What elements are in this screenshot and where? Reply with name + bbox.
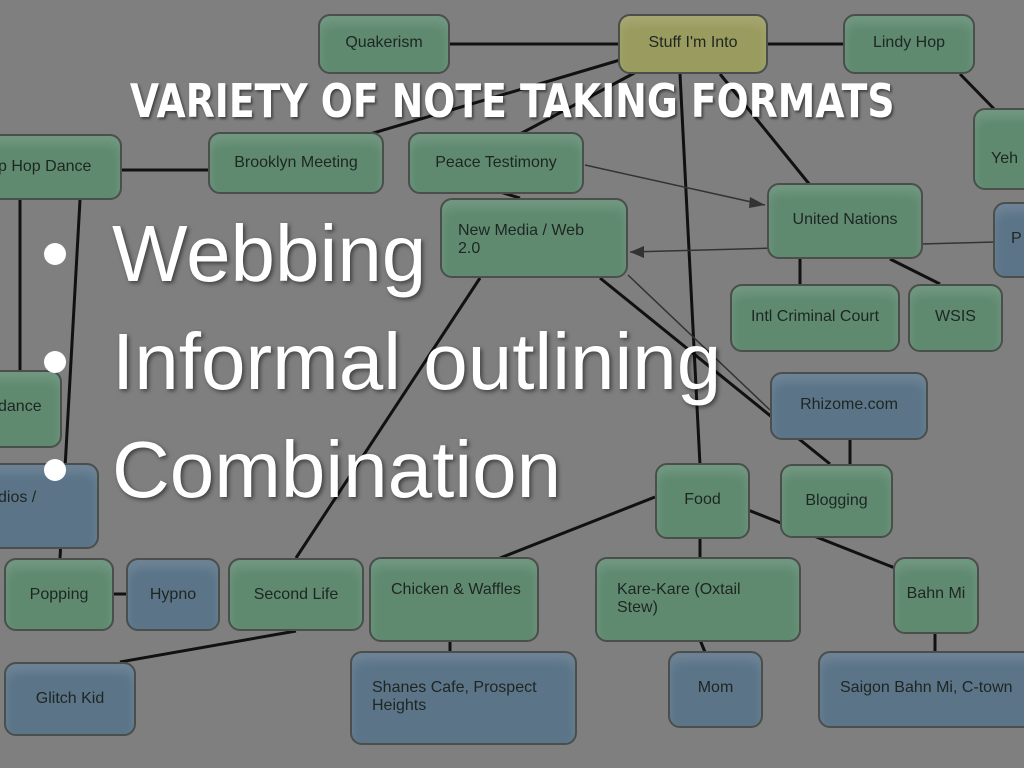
- node-quakerism: Quakerism: [318, 14, 450, 74]
- node-dance: dance: [0, 370, 62, 448]
- node-yeh: Yeh: [973, 108, 1024, 190]
- node-p: P: [993, 202, 1024, 278]
- bullet-text: Combination: [112, 425, 562, 514]
- node-chicken-waffles: Chicken & Waffles: [369, 557, 539, 642]
- node-kare-kare: Kare-Kare (Oxtail Stew): [595, 557, 801, 642]
- node-hip-hop-dance: p Hop Dance: [0, 134, 122, 200]
- node-new-media: New Media / Web 2.0: [440, 198, 628, 278]
- slide-title: VARIETY OF NOTE TAKING FORMATS: [129, 74, 895, 128]
- node-glitch-kid: Glitch Kid: [4, 662, 136, 736]
- node-mom: Mom: [668, 651, 763, 728]
- bullet-dot-icon: [44, 350, 66, 373]
- slide-title-area: VARIETY OF NOTE TAKING FORMATS: [0, 76, 1024, 126]
- node-united-nations: United Nations: [767, 183, 923, 259]
- bullet-dot-icon: [44, 458, 66, 481]
- node-peace-testimony: Peace Testimony: [408, 132, 584, 194]
- bullet-text: Informal outlining: [112, 317, 722, 406]
- node-food: Food: [655, 463, 750, 539]
- node-second-life: Second Life: [228, 558, 364, 631]
- node-lindy-hop: Lindy Hop: [843, 14, 975, 74]
- bullet-dot-icon: [44, 242, 66, 265]
- node-stuff-im-into: Stuff I'm Into: [618, 14, 768, 74]
- node-hypno: Hypno: [126, 558, 220, 631]
- bullet-item: Combination: [44, 416, 721, 524]
- node-wsis: WSIS: [908, 284, 1003, 352]
- node-saigon-bahn-mi: Saigon Bahn Mi, C-town: [818, 651, 1024, 728]
- node-popping: Popping: [4, 558, 114, 631]
- node-blogging: Blogging: [780, 464, 893, 538]
- bullet-text: Webbing: [112, 209, 427, 298]
- node-intl-criminal-court: Intl Criminal Court: [730, 284, 900, 352]
- bullet-item: Webbing: [44, 200, 721, 308]
- node-brooklyn-meeting: Brooklyn Meeting: [208, 132, 384, 194]
- node-rhizome: Rhizome.com: [770, 372, 928, 440]
- node-shanes-cafe: Shanes Cafe, Prospect Heights: [350, 651, 577, 745]
- bullet-list: Webbing Informal outlining Combination: [44, 200, 721, 524]
- bullet-item: Informal outlining: [44, 308, 721, 416]
- node-bahn-mi: Bahn Mi: [893, 557, 979, 634]
